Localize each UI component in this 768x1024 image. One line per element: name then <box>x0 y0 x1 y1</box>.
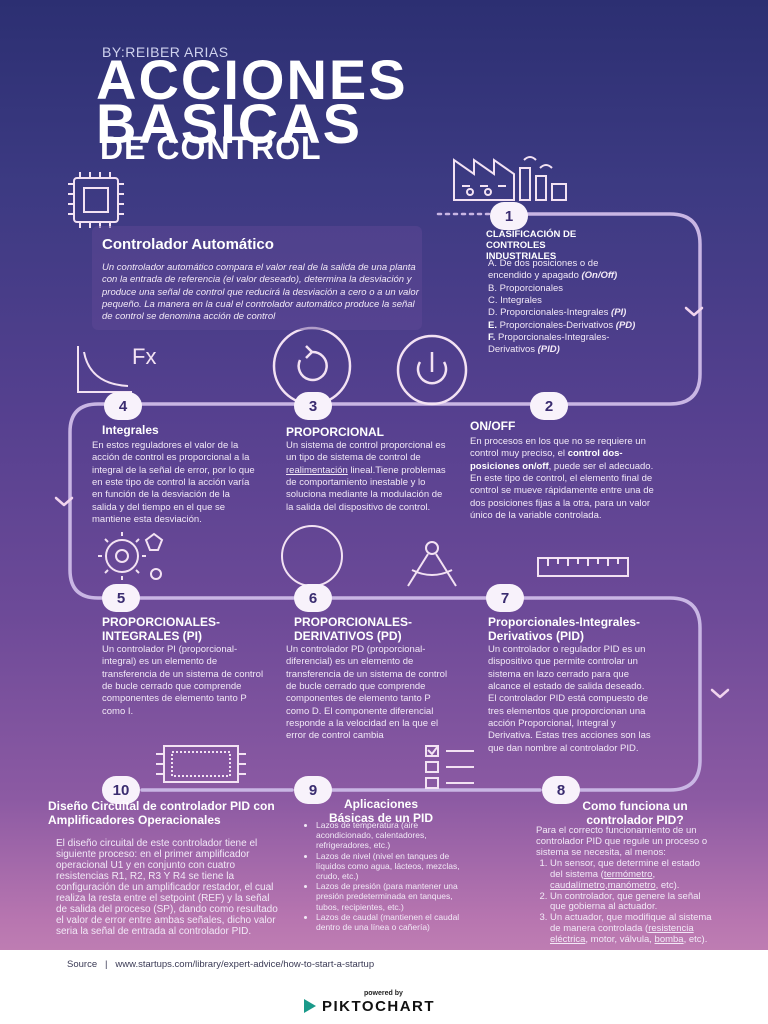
s3-p1: Un sistema de control proporcional es un… <box>286 440 446 464</box>
s3-title: PROPORCIONAL <box>286 425 385 439</box>
s9-item: Lazos de nivel (nivel en tanques de líqu… <box>316 851 474 882</box>
step-badge-10: 10 <box>102 776 140 804</box>
auto-controller-card <box>92 226 422 330</box>
s1-item-c: C. Integrales <box>488 295 542 307</box>
footer <box>0 950 768 1024</box>
s1-item-f: Proporcionales-Integrales-Derivativos <box>488 332 610 356</box>
s4-body: En estos reguladores el valor de la acci… <box>92 440 255 526</box>
source-label: Source <box>67 959 98 970</box>
source-line: Source | www.startups.com/library/expert… <box>67 959 374 970</box>
s3-link[interactable]: realimentación <box>286 464 348 476</box>
s9-item: Lazos de temperatura (aire acondicionado… <box>316 820 474 851</box>
s1-item-f-letter: F. <box>488 332 496 344</box>
s1-item-e-tag: (PD) <box>615 319 636 331</box>
step-badge-3: 3 <box>294 392 332 420</box>
s6-title: PROPORCIONALES-DERIVATIVOS (PD) <box>294 615 413 643</box>
checklist-icon <box>425 745 474 789</box>
factory-icon <box>453 156 567 201</box>
graph-fx-icon: Fx <box>77 344 156 393</box>
s1-item-f-tag: (PID) <box>537 344 560 356</box>
s1-item-d-tag: (PI) <box>611 307 627 319</box>
source-separator: | <box>105 959 108 970</box>
s4-title: Integrales <box>102 423 159 437</box>
chevron-down-icon <box>54 496 74 507</box>
step-badge-7: 7 <box>486 584 524 612</box>
s5-title: PROPORCIONALES-INTEGRALES (PI) <box>102 615 221 643</box>
s8-item-1: Un sensor, que determine el estado del s… <box>550 858 712 892</box>
s10-title: Diseño Circuital de controlador PID con … <box>48 799 275 827</box>
step-badge-6: 6 <box>294 584 332 612</box>
s8-item-2: Un controlador, que genere la señal que … <box>550 891 712 914</box>
s9-item: Lazos de presión (para mantener una pres… <box>316 881 474 912</box>
powered-by: powered by <box>364 990 403 997</box>
s8-item-3: Un actuador, que modifique al sistema de… <box>550 912 712 946</box>
chip-icon <box>68 172 124 228</box>
title-line-2: BASICAS <box>96 92 363 155</box>
s7-title: Proporcionales-Integrales-Derivativos (P… <box>488 615 641 643</box>
s2-title: ON/OFF <box>470 419 516 433</box>
s2-body: En procesos en los que no se requiere un… <box>470 436 656 522</box>
s8-body: Para el correcto funcionamiento de un co… <box>536 825 712 946</box>
source-link[interactable]: www.startups.com/library/expert-advice/h… <box>115 959 375 970</box>
s1-item-e-letter: E. <box>488 319 497 331</box>
s1-list: A. De dos posiciones o de encendido y ap… <box>488 258 638 357</box>
chevron-down-icon <box>684 306 704 317</box>
step-badge-1: 1 <box>490 202 528 230</box>
step-badge-5: 5 <box>102 584 140 612</box>
power-icon <box>396 334 468 406</box>
s9-title: Aplicaciones Básicas de un PID <box>328 797 434 825</box>
piktochart-brand[interactable]: PIKTOCHART <box>322 998 436 1015</box>
auto-controller-body: Un controlador automático compara el val… <box>102 262 419 323</box>
ruler-icon <box>537 557 629 577</box>
s9-item: Lazos de caudal (mantienen el caudal den… <box>316 912 474 932</box>
s1-item-a: A. De dos posiciones o de encendido y ap… <box>488 258 599 282</box>
circuit-board-icon <box>156 745 246 783</box>
s8-title: Como funciona un controlador PID? <box>582 799 688 827</box>
path-7-8 <box>522 596 702 792</box>
title-line-3: DE CONTROL <box>100 130 322 166</box>
s7-body: Un controlador o regulador PID es un dis… <box>488 644 651 754</box>
s1-item-d: D. Proporcionales-Integrales <box>488 307 609 319</box>
s10-body: El diseño circuital de este controlador … <box>56 838 278 937</box>
step-badge-2: 2 <box>530 392 568 420</box>
step-badge-9: 9 <box>294 776 332 804</box>
s2-p2: En este tipo de control, el elemento fin… <box>470 473 654 522</box>
gear-bulb-icon <box>98 532 164 580</box>
step-badge-8: 8 <box>542 776 580 804</box>
s8-intro: Para el correcto funcionamiento de un co… <box>536 825 708 858</box>
s9-list: Lazos de temperatura (aire acondicionado… <box>304 820 474 932</box>
svg-text:Fx: Fx <box>132 344 156 369</box>
ring-icon <box>281 525 343 587</box>
s1-item-a-tag: (On/Off) <box>581 270 618 282</box>
auto-controller-title: Controlador Automático <box>102 236 274 253</box>
piktochart-logo-icon <box>304 999 316 1013</box>
byline: BY:REIBER ARIAS <box>102 44 229 60</box>
s2-p1-bold: control dos-posiciones on/off <box>470 448 623 472</box>
s5-body: Un controlador PI (proporcional-integral… <box>102 644 264 717</box>
s3-body: Un sistema de control proporcional es un… <box>286 440 450 514</box>
step-badge-4: 4 <box>104 392 142 420</box>
s2-p1: En procesos en los que no se requiere un… <box>470 436 646 460</box>
chevron-down-icon <box>710 688 730 699</box>
s3-p2: lineal.Tiene problemas de comportamiento… <box>286 464 446 513</box>
s1-title: CLASIFICACIÓN DE CONTROLES INDUSTRIALES <box>486 229 577 262</box>
s6-body: Un controlador PD (proporcional-diferenc… <box>286 644 448 742</box>
s2-p1-end: , puede ser el adecuado. <box>548 460 654 472</box>
title-line-1: ACCIONES <box>96 48 408 111</box>
s1-item-b: B. Proporcionales <box>488 282 563 294</box>
compass-icon <box>407 541 457 587</box>
s1-item-e: Proporcionales-Derivativos <box>499 319 614 331</box>
